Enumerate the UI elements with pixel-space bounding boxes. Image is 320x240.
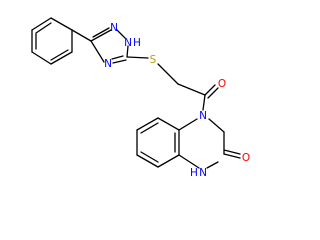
methylene-carbonyl-bond xyxy=(177,83,206,96)
sulfur-label: S xyxy=(150,54,157,66)
triazole-n4-label: N xyxy=(104,58,112,70)
molecule-diagram: N N H N S O N H N O xyxy=(31,17,251,179)
sulfur-methylene-bond xyxy=(157,63,179,85)
lactam-h-label: H xyxy=(190,167,198,179)
triazole-nh-label: N xyxy=(124,37,132,49)
structure-drawing: N N H N S O N H N O xyxy=(31,17,250,179)
triazole-n1-label: N xyxy=(110,22,118,34)
triazole-sulfur-bond xyxy=(126,56,149,59)
triazole-nh-h-label: H xyxy=(133,37,141,49)
carbonyl-nitrogen-bond xyxy=(202,94,206,111)
triazole-ring xyxy=(90,27,129,64)
pyrazinone-ring xyxy=(178,118,241,169)
phenyl-ring xyxy=(31,17,73,65)
ketone-double-bond-2 xyxy=(207,87,219,99)
quinoxaline-n4-label: N xyxy=(199,110,207,122)
benzo-ring xyxy=(136,117,180,168)
ketone-oxygen-label: O xyxy=(218,78,226,90)
ketone-double-bond xyxy=(204,84,216,96)
phenyl-triazole-bond xyxy=(71,29,92,42)
lactam-n-label: N xyxy=(199,167,207,179)
lactam-oxygen-label: O xyxy=(242,152,250,164)
